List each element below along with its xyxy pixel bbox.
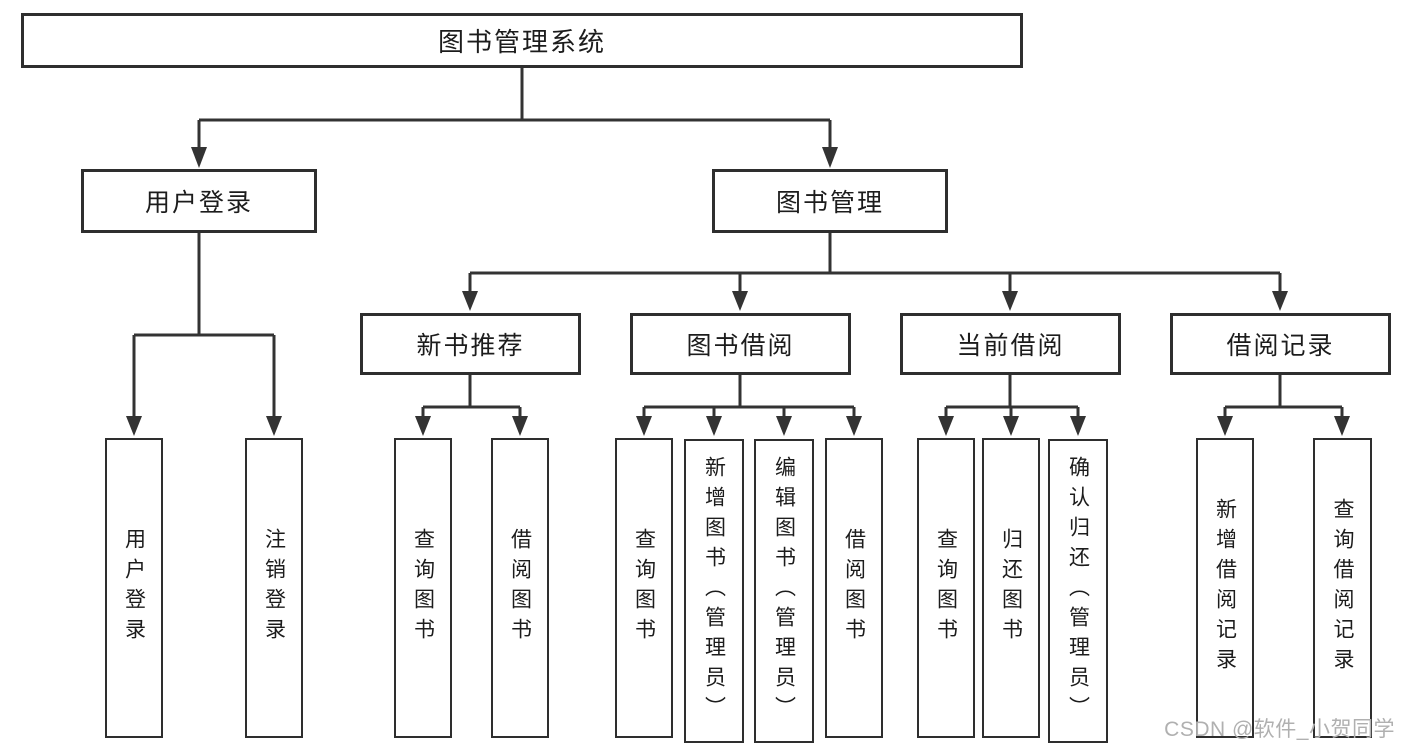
node-leaf-query-books-recommend: 查询图书	[394, 438, 452, 738]
node-leaf-add-book-admin: 新增图书（管理员）	[684, 439, 744, 743]
arrowhead-borrowing-records	[1272, 291, 1288, 311]
connector-root-split	[197, 67, 832, 150]
node-leaf-edit-book-admin: 编辑图书（管理员）	[754, 439, 814, 743]
arrowhead-leaf-user-login	[126, 416, 142, 436]
node-user-login-label: 用户登录	[144, 189, 253, 217]
node-borrowing-records-label: 借阅记录	[1226, 332, 1335, 360]
node-book-management-label: 图书管理	[775, 189, 884, 217]
node-borrowing-records: 借阅记录	[1170, 313, 1391, 375]
node-user-login: 用户登录	[81, 169, 317, 233]
node-new-book-recommendation: 新书推荐	[360, 313, 581, 375]
node-leaf-add-borrow-record: 新增借阅记录	[1196, 438, 1254, 738]
node-leaf-query-books-borrowing: 查询图书	[615, 438, 673, 738]
node-leaf-query-books-current: 查询图书	[917, 438, 975, 738]
watermark-text: CSDN @软件_小贺同学	[1164, 718, 1395, 741]
node-book-borrowing: 图书借阅	[630, 313, 851, 375]
connector-new-book-split	[421, 375, 522, 422]
node-leaf-user-login: 用户登录	[105, 438, 163, 738]
arrowhead-book-management	[822, 147, 838, 168]
node-book-management: 图书管理	[712, 169, 948, 233]
arrowhead-new-book	[462, 291, 478, 311]
connector-book-management-split	[468, 233, 1282, 296]
node-current-borrowing-label: 当前借阅	[956, 332, 1065, 360]
arrowhead-user-login	[191, 147, 207, 168]
node-new-book-recommendation-label: 新书推荐	[416, 332, 525, 360]
node-leaf-confirm-return-admin: 确认归还（管理员）	[1048, 439, 1108, 743]
connector-user-login-split	[132, 233, 276, 421]
node-leaf-query-borrow-record: 查询借阅记录	[1313, 438, 1372, 738]
node-leaf-borrow-books-borrowing: 借阅图书	[825, 438, 883, 738]
node-leaf-logout: 注销登录	[245, 438, 303, 738]
arrowhead-current-borrowing	[1002, 291, 1018, 311]
connector-current-borrowing-split	[944, 375, 1080, 422]
connector-book-borrowing-split	[642, 375, 856, 422]
node-current-borrowing: 当前借阅	[900, 313, 1121, 375]
connector-borrowing-records-split	[1223, 375, 1344, 422]
node-library-management-system-label: 图书管理系统	[437, 27, 606, 57]
arrowhead-leaf-logout	[266, 416, 282, 436]
node-library-management-system: 图书管理系统	[21, 13, 1023, 68]
node-leaf-return-book: 归还图书	[982, 438, 1040, 738]
node-leaf-borrow-books-recommend: 借阅图书	[491, 438, 549, 738]
arrowhead-book-borrowing	[732, 291, 748, 311]
node-book-borrowing-label: 图书借阅	[686, 332, 795, 360]
